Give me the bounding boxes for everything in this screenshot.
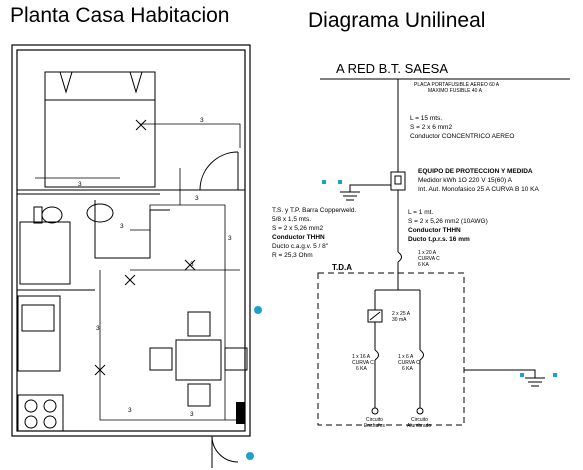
pillows bbox=[59, 71, 143, 94]
panel-label: T.D.A bbox=[332, 263, 352, 272]
rcd-rating: 30 mA bbox=[392, 317, 407, 323]
main-breaker-rating: 1 x 20 A bbox=[418, 250, 437, 256]
fuse-note: MAXIMO FUSIBLE 40 A bbox=[428, 88, 483, 94]
dining-table bbox=[175, 339, 222, 381]
feeder-length: L = 15 mts. bbox=[410, 115, 442, 122]
bed bbox=[44, 71, 156, 188]
cb2-rating: CURVA C bbox=[398, 360, 420, 366]
cb1-rating: CURVA C bbox=[352, 360, 374, 366]
floor-plan-title: Planta Casa Habitacion bbox=[10, 4, 229, 27]
rcd-rating: 2 x 25 A bbox=[392, 311, 411, 317]
ground-symbol-icon bbox=[340, 191, 360, 201]
cb2-rating: 6 KA bbox=[402, 366, 414, 372]
light-fixture-icon bbox=[184, 259, 196, 271]
cb1-rating: 6 KA bbox=[356, 366, 368, 372]
circuit-mark: 3 bbox=[200, 117, 204, 124]
ground-spec: S = 2 x 5,26 mm2 bbox=[272, 225, 324, 232]
main-breaker-icon bbox=[397, 251, 402, 263]
feeder-section: S = 2 x 6 mm2 bbox=[410, 124, 452, 131]
circuit-mark: 3 bbox=[190, 261, 194, 268]
circuit-mark: 3 bbox=[96, 325, 100, 332]
cb2-rating: 1 x 6 A bbox=[398, 354, 414, 360]
circuit-terminal-icon bbox=[371, 407, 379, 415]
main-breaker-rating: 6 KA bbox=[418, 262, 430, 268]
ground-point-icon bbox=[254, 306, 262, 314]
wash-basin bbox=[86, 203, 114, 223]
ground-electrode-icon bbox=[322, 180, 326, 184]
single-line-diagram: A RED B.T. SAESA PLACA PORTAFUSIBLE AERE… bbox=[272, 61, 570, 429]
protection-breaker: Int. Aut. Monofasico 25 A CURVA B 10 KA bbox=[418, 186, 539, 193]
kitchen-sink-counter bbox=[17, 295, 61, 372]
distribution-panel-box bbox=[317, 272, 465, 426]
shower bbox=[19, 221, 71, 285]
ground-spec: Ducto c.a.g.v. 5 / 8" bbox=[272, 243, 329, 250]
main-breaker-rating: CURVA C bbox=[418, 256, 440, 262]
chair bbox=[149, 347, 173, 371]
sub-duct: Ducto t.p.r.s. 16 mm bbox=[408, 236, 470, 243]
light-fixture-icon bbox=[94, 364, 106, 376]
breaker-socket-icon bbox=[374, 349, 379, 361]
ground-spec: T.S. y T.P. Barra Copperweld. bbox=[272, 207, 356, 214]
cb1-rating: 1 x 16 A bbox=[352, 354, 371, 360]
circuit-mark: 3 bbox=[128, 407, 132, 414]
supply-label: A RED B.T. SAESA bbox=[336, 61, 448, 76]
circuit-1-label: Circuito bbox=[366, 417, 383, 423]
feeder-conductor: Conductor CONCENTRICO AEREO bbox=[410, 133, 514, 140]
ground-spec: 5/8 x 1,5 mts. bbox=[272, 216, 311, 223]
entry-door bbox=[211, 435, 239, 463]
circuit-1-label: Enchufes bbox=[364, 423, 385, 429]
breaker-light-icon bbox=[419, 349, 424, 361]
ground-spec: Conductor THHN bbox=[272, 234, 325, 241]
meter-box bbox=[390, 171, 406, 191]
circuit-mark: 3 bbox=[195, 195, 199, 202]
fuse-note: PLACA PORTAFUSIBLE AEREO 60 A bbox=[414, 82, 500, 88]
distribution-board bbox=[236, 402, 245, 424]
circuit-terminal-icon bbox=[416, 407, 424, 415]
inner-wall-line bbox=[16, 49, 246, 432]
circuit-mark: 3 bbox=[228, 235, 232, 242]
protection-meter: Medidor kWh 1O 220 V 15(60) A bbox=[418, 177, 513, 184]
circuit-mark: 3 bbox=[78, 181, 82, 188]
circuit-mark: 3 bbox=[120, 223, 124, 230]
bedroom-door bbox=[199, 151, 239, 191]
circuit-mark: 3 bbox=[190, 411, 194, 418]
protection-title: EQUIPO DE PROTECCION Y MEDIDA bbox=[418, 168, 533, 175]
floor-plan: 3 3 3 3 3 3 3 3 3 bbox=[11, 44, 262, 468]
light-fixture-icon bbox=[124, 274, 136, 286]
sub-conductor: Conductor THHN bbox=[408, 227, 461, 234]
light-fixture-icon bbox=[135, 119, 147, 131]
ground-point-icon bbox=[246, 452, 254, 460]
stove bbox=[17, 394, 64, 432]
circuit-2-label: Circuito bbox=[411, 417, 428, 423]
chair bbox=[187, 311, 211, 337]
chair bbox=[187, 383, 211, 407]
ground-spec: R = 25,3 Ohm bbox=[272, 252, 313, 259]
panel-ground-icon bbox=[525, 377, 545, 387]
sub-section: S = 2 x 5,26 mm2 (10AWG) bbox=[408, 218, 488, 225]
unifilar-title: Diagrama Unilineal bbox=[308, 9, 485, 32]
circuit-2-label: Alumbrado bbox=[407, 423, 431, 429]
sub-length: L = 1 mt. bbox=[408, 209, 433, 216]
ground-electrode-icon bbox=[553, 373, 557, 377]
